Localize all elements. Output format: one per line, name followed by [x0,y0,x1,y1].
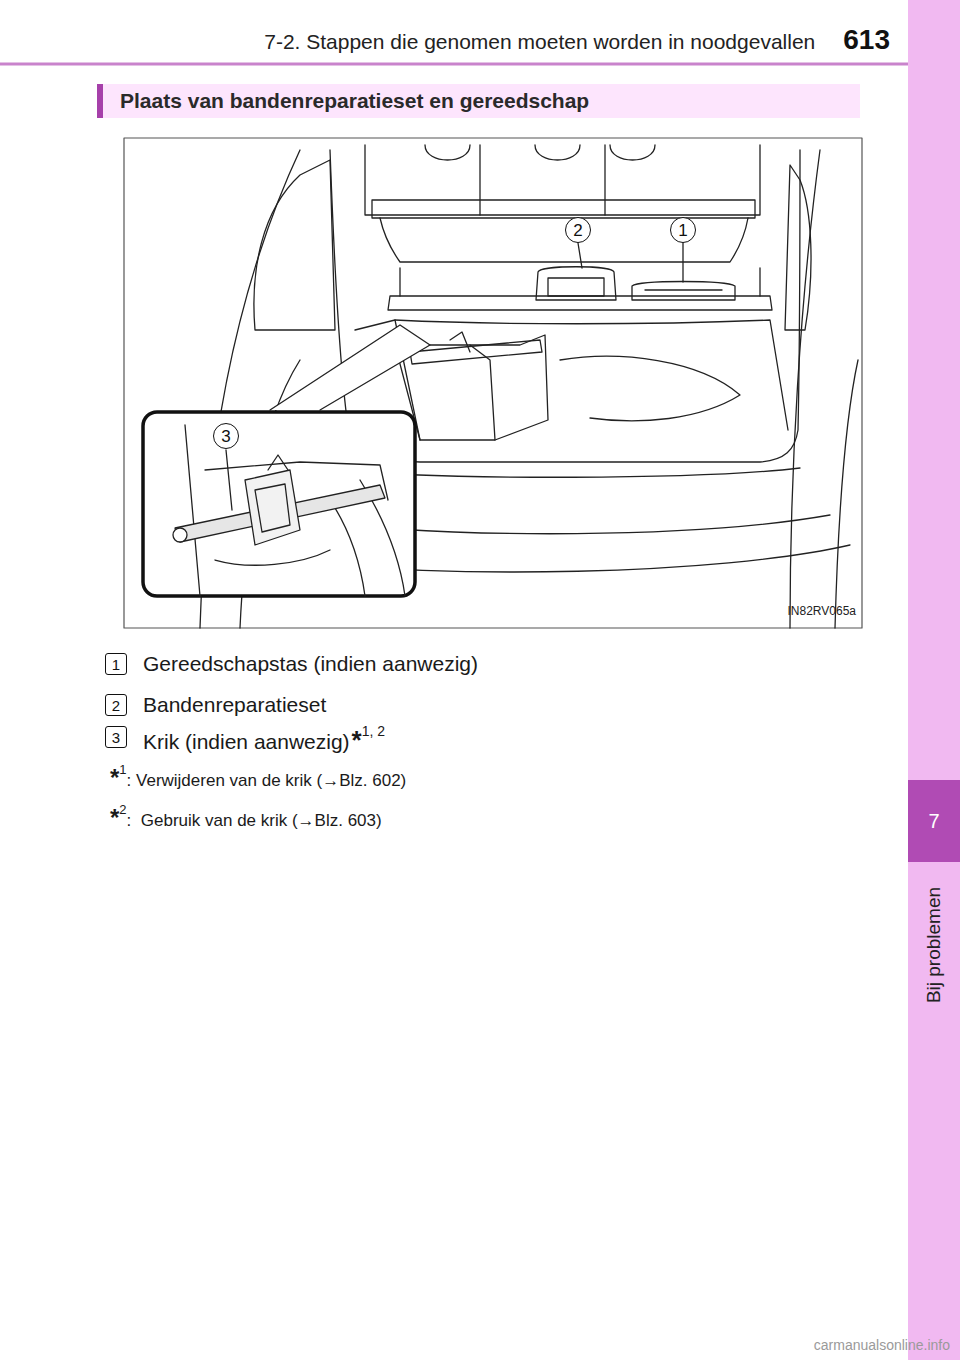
list-number: 1 [105,653,127,675]
footnote: : Gebruik van de krik (→Blz. 603) [127,810,382,831]
chapter-title: Bij problemen [922,887,946,1003]
watermark: carmanualsonline.info [814,1337,950,1355]
running-header: 7-2. Stappen die genomen moeten worden i… [264,29,815,55]
callout-number: 3 [213,423,239,449]
callout-number: 1 [678,222,687,239]
callout-number: 2 [573,222,582,239]
section-heading: Plaats van bandenreparatieset en gereeds… [97,84,860,118]
trunk-illustration [124,138,862,628]
figure-code: IN82RV065a [788,604,857,619]
footnote: * [110,803,119,833]
callout-number: 1 [112,657,120,672]
footnote: 2 [119,803,126,816]
node-text: Plaats van bandenreparatieset en gereeds… [120,88,589,113]
callout-number: 3 [112,730,120,745]
list-item: Gereedschapstas (indien aanwezig) [143,651,478,677]
figure-code: IN82RV065a [788,604,857,619]
footnote: : Verwijderen van de krik (→Blz. 602) [127,770,407,791]
list-number: 3 [105,726,127,748]
list-item: * [352,724,362,757]
list-item: 1, 2 [362,724,385,738]
running-header: 613 [843,22,890,57]
list-item: Krik (indien aanwezig)*1, 2 [143,724,385,757]
watermark: carmanualsonline.info [814,1337,950,1355]
footnote: * [110,763,119,793]
list-item: Bandenreparatieset [143,692,326,718]
list-number: 2 [105,694,127,716]
chapter-title: Bij problemen [922,887,946,1003]
side-band [908,0,960,1360]
callout-number: 2 [565,217,591,243]
list-item: Gereedschapstas (indien aanwezig) [143,651,478,677]
footnote: *2: Gebruik van de krik (→Blz. 603) [110,803,382,833]
callout-number: 3 [221,428,230,445]
chapter-tab: 7 [908,780,960,862]
header-rule [0,63,908,66]
node-text: 7 [928,809,939,833]
callout-number: 2 [112,698,120,713]
list-item: Bandenreparatieset [143,692,326,718]
footnote: 1 [119,763,126,776]
running-header: 7-2. Stappen die genomen moeten worden i… [264,22,890,57]
jack-inset [143,412,415,596]
footnote: *1: Verwijderen van de krik (→Blz. 602) [110,763,406,793]
list-item: Krik (indien aanwezig) [143,729,350,755]
callout-number: 1 [670,217,696,243]
